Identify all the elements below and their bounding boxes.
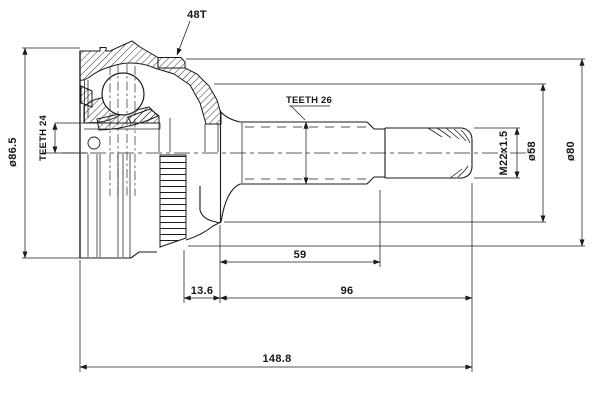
dimension-overall-length: 148.8 [79,260,473,372]
dimension-thread: M22x1.5 [474,127,520,179]
label-48t: 48T [187,9,207,21]
housing-section [79,40,222,196]
dim-thread-label: M22x1.5 [498,131,510,176]
boot-groove-bands [87,154,131,258]
dimension-ring-od: ø80 [186,58,585,247]
dimension-spline-length: 59 [219,190,381,303]
inner-spline-bore [84,80,219,152]
snap-ring-detail [87,136,101,150]
dimension-inner-spline: TEETH 24 [38,115,88,161]
label-teeth-26: TEETH 26 [286,95,332,106]
thread-runout-marks [427,127,471,179]
label-teeth-24: TEETH 24 [38,115,49,161]
dim-spline-length-label: 59 [294,249,307,261]
dim-shoulder-od-label: ø58 [526,141,538,161]
dim-stem-length-label: 96 [341,285,354,297]
dim-groove-offset-label: 13.6 [191,285,214,297]
abs-tone-ring [157,57,185,69]
dimension-stem-length: 96 [219,183,473,303]
dimension-groove-offset: 13.6 [183,250,221,303]
drive-shaft [220,111,473,223]
outer-race-section [79,40,222,125]
threaded-stub [384,127,473,179]
housing-external [79,51,222,259]
dimension-housing-od: ø86.5 [7,47,80,259]
bell-neck-profile [185,186,221,241]
dim-overall-length-label: 148.8 [262,353,291,365]
dim-ring-od-label: ø80 [565,141,577,161]
dim-housing-od-label: ø86.5 [7,137,19,167]
bearing-ball [101,72,145,116]
annotation-shaft-spline: TEETH 26 [286,95,332,185]
dimension-shoulder-od: ø58 [214,83,546,223]
serrated-clamp-band [159,154,187,248]
annotation-ring-teeth: 48T [176,9,207,56]
